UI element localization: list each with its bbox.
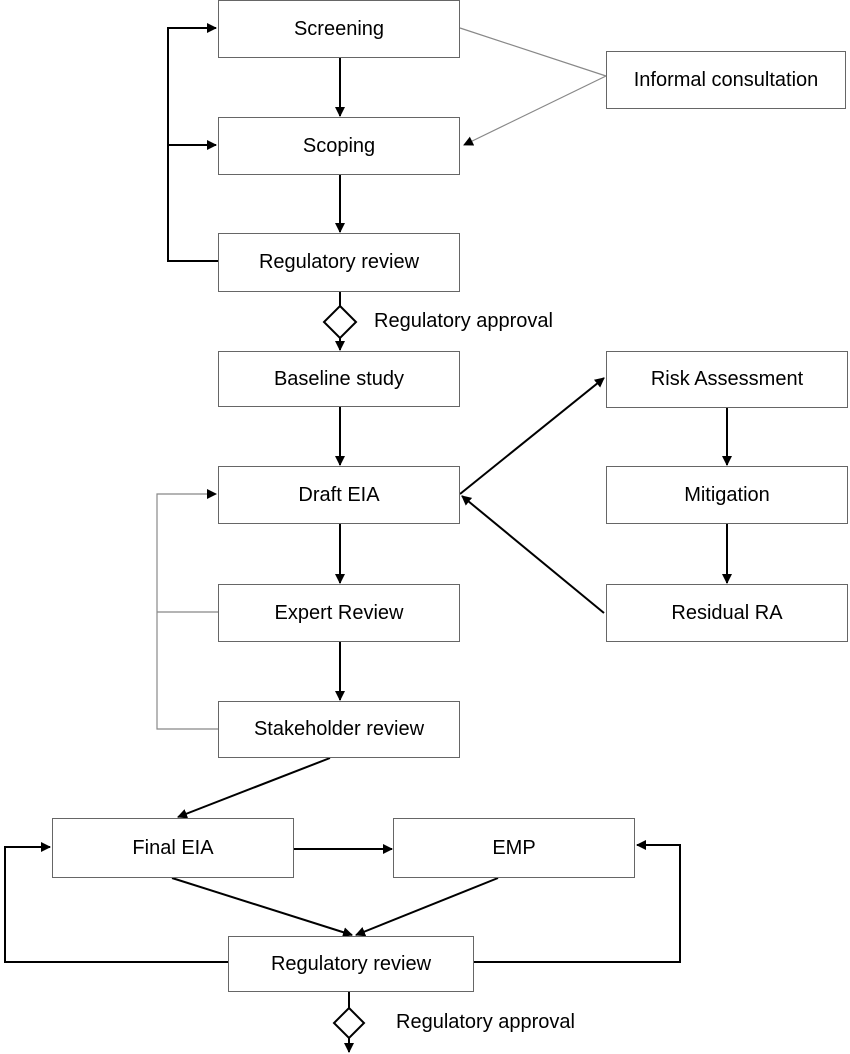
arrow-final-review2 <box>171 877 353 938</box>
arrow-residual-draft <box>461 495 605 614</box>
baseline-study-box: Baseline study <box>218 351 460 407</box>
draft-eia-box: Draft EIA <box>218 466 460 524</box>
arrow-emp-review2 <box>355 877 499 937</box>
arrow-draft-risk <box>459 377 605 495</box>
loop-review2-final <box>4 842 228 963</box>
final-eia-box: Final EIA <box>52 818 294 878</box>
regulatory-approval-label-1: Regulatory approval <box>374 310 553 332</box>
approval-diamond-2 <box>332 1006 366 1040</box>
residual-ra-box: Residual RA <box>606 584 848 642</box>
informal-consultation-box: Informal consultation <box>606 51 846 109</box>
scoping-box: Scoping <box>218 117 460 175</box>
risk-assessment-box: Risk Assessment <box>606 351 848 408</box>
emp-box: EMP <box>393 818 635 878</box>
arrow-stakeholder-final <box>177 757 331 819</box>
arrow-consultation-scoping <box>463 75 607 146</box>
expert-review-box: Expert Review <box>218 584 460 642</box>
stakeholder-review-box: Stakeholder review <box>218 701 460 758</box>
mitigation-box: Mitigation <box>606 466 848 524</box>
regulatory-review-box-2: Regulatory review <box>228 936 474 992</box>
regulatory-approval-label-2: Regulatory approval <box>396 1011 575 1033</box>
loop-review2-emp <box>474 840 681 963</box>
regulatory-review-box-1: Regulatory review <box>218 233 460 292</box>
screening-box: Screening <box>218 0 460 58</box>
approval-diamond-1 <box>322 304 358 340</box>
line-screening-consultation <box>459 27 607 77</box>
